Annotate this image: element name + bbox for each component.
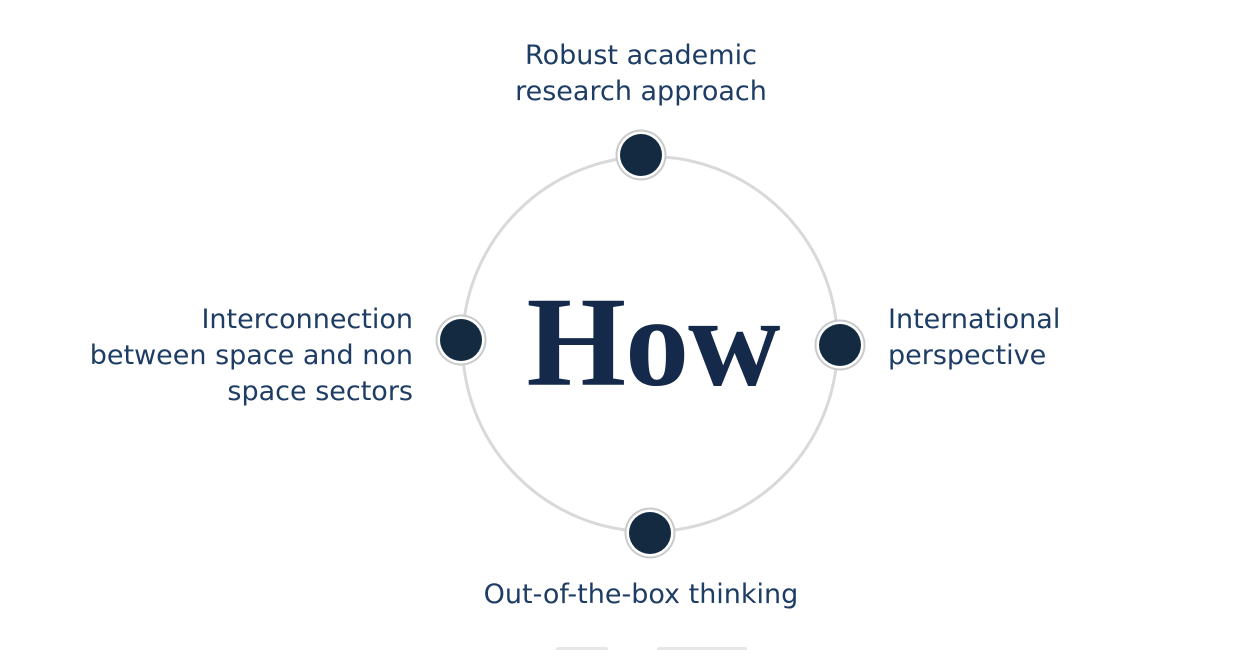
node-label-robust-academic-research: Robust academic research approach [515, 40, 767, 107]
node-dot-bottom-icon [629, 512, 671, 554]
node-label-international-perspective: International perspective [888, 304, 1061, 371]
bottom-edge-cutoff-artifact [657, 647, 747, 650]
node-label-out-of-the-box-thinking: Out-of-the-box thinking [483, 579, 799, 610]
node-label-interconnection-space-sectors: Interconnection between space and non sp… [89, 304, 413, 407]
bottom-edge-cutoff-artifact [556, 647, 608, 650]
center-title: How [526, 270, 781, 413]
node-dot-right-icon [819, 324, 861, 366]
node-dot-left-icon [440, 319, 482, 361]
node-dot-top-icon [620, 134, 662, 176]
